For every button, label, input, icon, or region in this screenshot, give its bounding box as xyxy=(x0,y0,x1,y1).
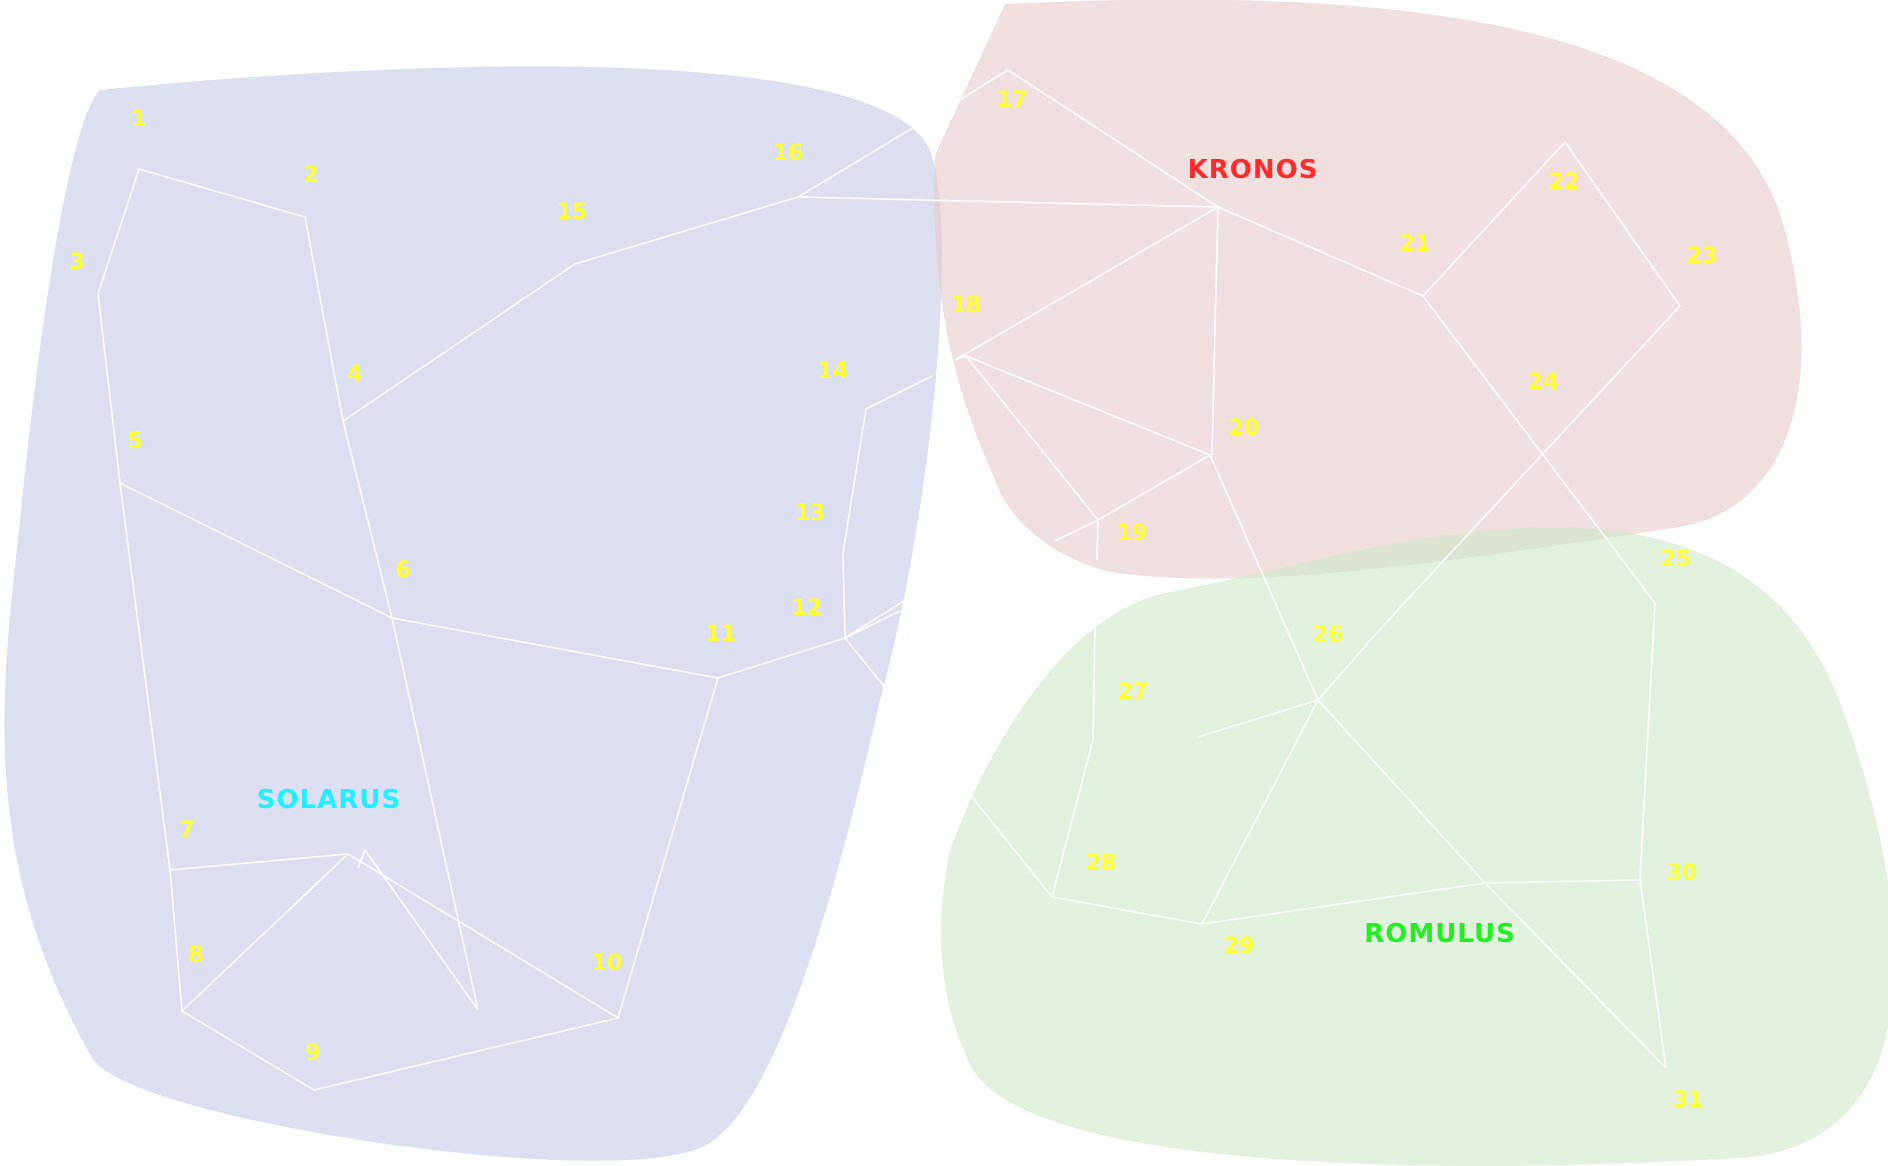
route-edge xyxy=(971,699,1319,925)
region-label-romulus: ROMULUS xyxy=(1364,919,1516,949)
node-label-30: 30 xyxy=(1667,861,1698,886)
region-solarus xyxy=(4,66,942,1161)
route-edge xyxy=(844,610,901,639)
node-label-13: 13 xyxy=(795,501,826,526)
node-label-12: 12 xyxy=(792,596,823,621)
route-edge xyxy=(842,375,933,691)
node-label-5: 5 xyxy=(127,429,142,454)
route-edge xyxy=(957,69,1682,738)
node-label-21: 21 xyxy=(1400,232,1431,257)
route-edge xyxy=(342,125,917,422)
node-label-19: 19 xyxy=(1117,521,1148,546)
node-label-14: 14 xyxy=(818,359,849,384)
node-label-16: 16 xyxy=(773,141,804,166)
node-label-3: 3 xyxy=(69,250,84,275)
node-label-11: 11 xyxy=(706,622,737,647)
region-label-solarus: SOLARUS xyxy=(257,785,401,815)
route-edge xyxy=(1096,519,1099,561)
node-label-layer: 1234567891011121314151617181920212223242… xyxy=(69,88,1717,1113)
route-edge xyxy=(1051,627,1096,898)
region-romulus xyxy=(941,527,1888,1166)
route-edge xyxy=(965,355,1213,522)
node-label-4: 4 xyxy=(347,362,362,387)
node-label-18: 18 xyxy=(951,293,982,318)
node-label-20: 20 xyxy=(1229,416,1260,441)
route-edge xyxy=(1054,519,1099,542)
route-edge xyxy=(119,482,946,1091)
node-label-17: 17 xyxy=(997,88,1028,113)
region-kronos xyxy=(934,0,1802,579)
node-label-25: 25 xyxy=(1661,547,1692,572)
route-edge xyxy=(1211,206,1219,456)
node-label-31: 31 xyxy=(1673,1088,1704,1113)
node-label-24: 24 xyxy=(1528,370,1559,395)
node-label-10: 10 xyxy=(592,951,623,976)
node-label-15: 15 xyxy=(557,200,588,225)
edge-layer xyxy=(97,69,1682,1091)
node-label-9: 9 xyxy=(305,1041,320,1066)
node-label-2: 2 xyxy=(303,163,318,188)
route-edge xyxy=(1422,295,1667,1069)
node-label-8: 8 xyxy=(188,943,203,968)
route-edge xyxy=(181,853,349,1012)
node-label-7: 7 xyxy=(179,818,194,843)
route-edge xyxy=(1201,879,1641,925)
route-edge xyxy=(797,196,1219,208)
route-edge xyxy=(391,617,719,679)
node-label-29: 29 xyxy=(1224,934,1255,959)
node-label-6: 6 xyxy=(395,558,410,583)
node-label-26: 26 xyxy=(1313,623,1344,648)
node-label-22: 22 xyxy=(1549,170,1580,195)
node-label-23: 23 xyxy=(1687,244,1718,269)
node-label-28: 28 xyxy=(1086,851,1117,876)
node-label-27: 27 xyxy=(1118,680,1149,705)
node-label-1: 1 xyxy=(131,107,146,132)
region-label-kronos: KRONOS xyxy=(1188,155,1319,185)
